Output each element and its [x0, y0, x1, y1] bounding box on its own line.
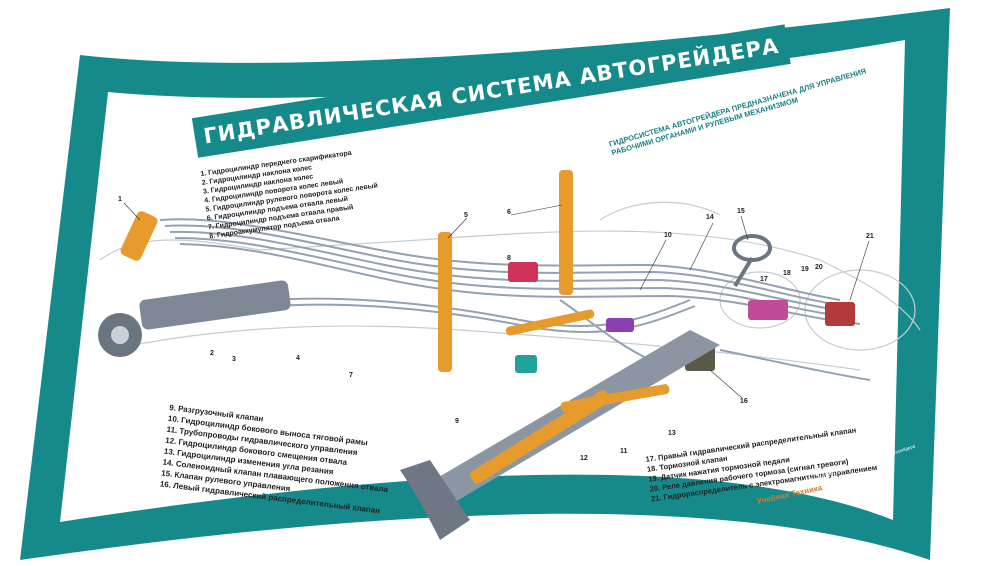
- callout-20: 20: [815, 264, 823, 271]
- callout-4: 4: [296, 355, 300, 362]
- callout-9: 9: [455, 418, 459, 425]
- callout-14: 14: [706, 214, 714, 221]
- callout-1: 1: [118, 196, 122, 203]
- callout-8: 8: [507, 255, 511, 262]
- callout-leaders: [123, 202, 870, 399]
- front-axle: [98, 280, 291, 357]
- callout-18: 18: [783, 270, 791, 277]
- callout-19: 19: [801, 266, 809, 273]
- valve-block-magenta: [748, 300, 788, 320]
- scarifier-cylinder: [120, 211, 158, 261]
- callout-11: 11: [620, 448, 628, 455]
- callout-2: 2: [210, 350, 214, 357]
- callout-16: 16: [740, 398, 748, 405]
- drawbar-and-blade: [400, 309, 720, 540]
- callout-7: 7: [349, 372, 353, 379]
- callout-12: 12: [580, 455, 588, 462]
- valve-block-pink: [508, 262, 538, 282]
- lift-cylinder-right: [559, 170, 573, 295]
- callout-6: 6: [507, 209, 511, 216]
- callout-15: 15: [737, 208, 745, 215]
- callout-5: 5: [464, 212, 468, 219]
- callout-21: 21: [866, 233, 874, 240]
- callout-17: 17: [760, 276, 768, 283]
- callout-3: 3: [232, 356, 236, 363]
- valve-block-purple: [606, 318, 634, 332]
- valve-block-red: [825, 302, 855, 326]
- steering-wheel: [732, 234, 772, 288]
- poster-paper: [60, 40, 905, 522]
- callout-13: 13: [668, 430, 676, 437]
- valve-block-teal: [515, 355, 537, 373]
- callout-10: 10: [664, 232, 672, 239]
- lift-cylinder-left: [438, 232, 452, 372]
